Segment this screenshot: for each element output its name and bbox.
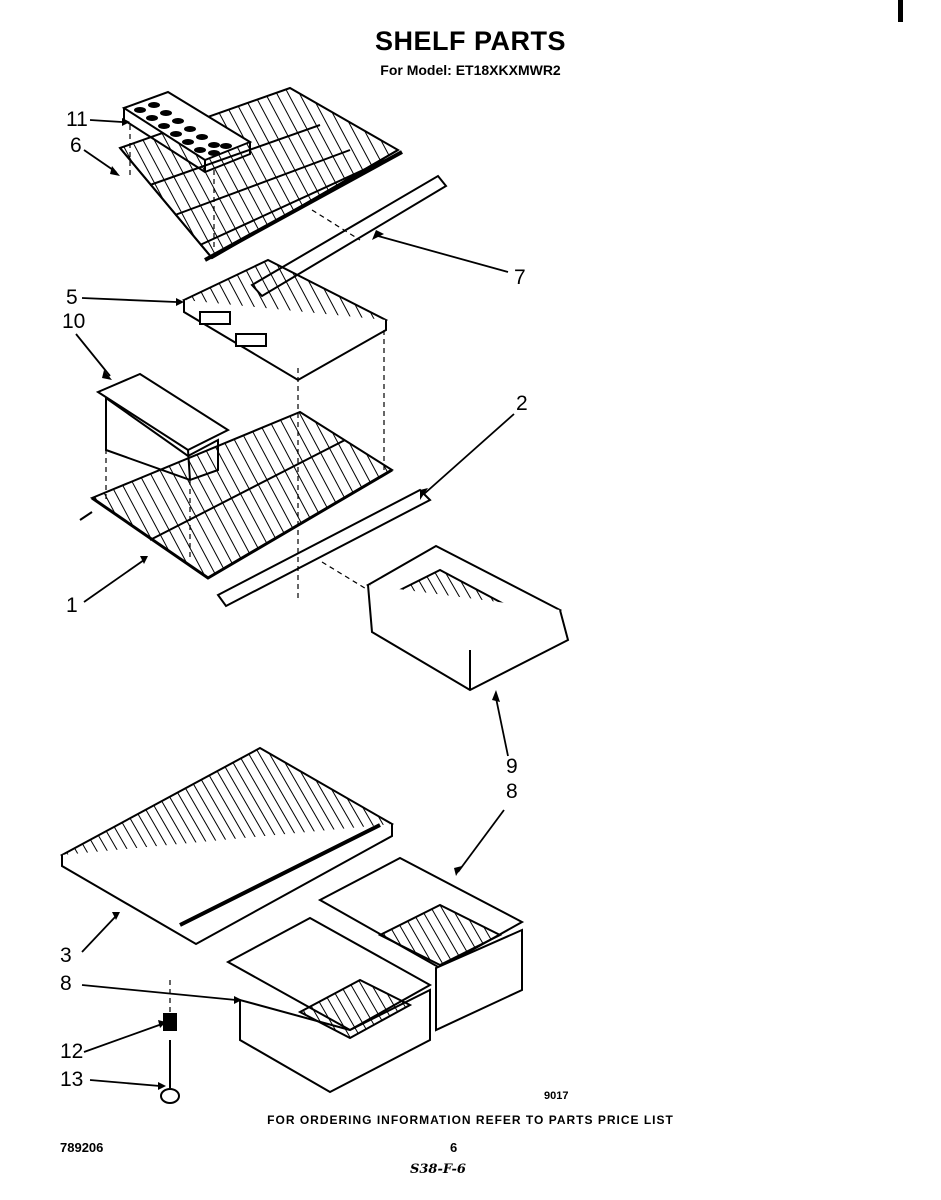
part-2-shelf-trim <box>216 488 432 608</box>
callout-11: 11 <box>66 108 88 131</box>
part-12-13-control-knob <box>160 1013 180 1104</box>
callout-13: 13 <box>60 1068 84 1091</box>
callout-5: 5 <box>66 286 78 309</box>
callout-10: 10 <box>62 310 86 333</box>
callout-6: 6 <box>70 134 82 157</box>
figure-code: 9017 <box>544 1090 569 1102</box>
callout-2: 2 <box>516 392 528 415</box>
handwritten-reference: S38-F-6 <box>410 1162 466 1177</box>
ordering-note: FOR ORDERING INFORMATION REFER TO PARTS … <box>267 1113 674 1127</box>
part-8-crisper-drawers <box>225 856 525 1094</box>
part-1-wire-shelf <box>79 410 394 580</box>
arrowheads <box>102 118 500 1090</box>
callout-8-bottom: 8 <box>60 972 72 995</box>
document-number: 789206 <box>60 1140 104 1155</box>
leader-lines <box>75 119 515 1087</box>
part-5-glass-shelf <box>181 258 389 382</box>
callout-12: 12 <box>60 1040 84 1063</box>
page-title: SHELF PARTS <box>374 26 566 56</box>
callout-7: 7 <box>514 266 526 289</box>
callout-3: 3 <box>60 944 72 967</box>
part-9-meat-drawer <box>365 544 570 692</box>
model-subtitle: For Model: ET18XKXMWR2 <box>380 62 561 78</box>
part-3-crisper-cover <box>59 746 395 946</box>
page-number: 6 <box>450 1140 458 1155</box>
callout-8-top: 8 <box>506 780 518 803</box>
callout-9: 9 <box>506 755 518 778</box>
corner-mark <box>898 0 903 22</box>
alignment-lines <box>105 125 385 1014</box>
part-11-ice-cube-tray <box>121 90 253 174</box>
callout-1: 1 <box>66 594 78 617</box>
